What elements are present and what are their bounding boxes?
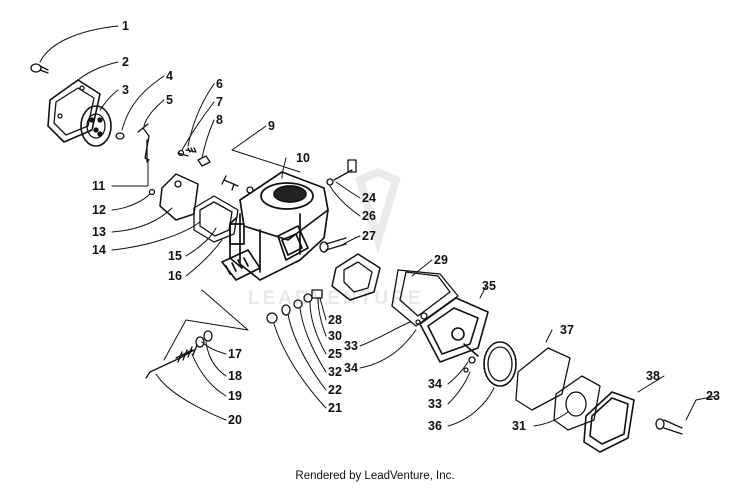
callout-29: 29	[434, 253, 448, 267]
callout-2: 2	[122, 55, 129, 69]
watermark-logo: LEADVENTURE	[248, 167, 424, 309]
callout-5: 5	[166, 93, 173, 107]
callout-11: 11	[92, 179, 105, 193]
part-idle-needle-17-20	[145, 330, 213, 379]
part-screw-23	[655, 418, 683, 435]
callout-33b: 33	[428, 397, 442, 411]
part-spring-6	[185, 147, 197, 153]
part-diaphragm-3	[80, 105, 112, 147]
callout-6: 6	[216, 77, 223, 91]
callout-34a: 34	[344, 361, 358, 375]
footer-credit: Rendered by LeadVenture, Inc.	[295, 470, 455, 482]
part-screw-pair-9	[221, 175, 254, 194]
callout-28: 28	[328, 313, 342, 327]
callout-31: 31	[512, 419, 526, 433]
part-carburetor-body-10	[221, 171, 329, 281]
callout-24: 24	[362, 191, 376, 205]
part-screen-28	[331, 253, 381, 301]
callout-1: 1	[122, 19, 129, 33]
callout-15: 15	[168, 249, 182, 263]
part-cover-38	[583, 391, 635, 453]
part-clip-8	[197, 155, 211, 167]
part-ring-36	[483, 341, 517, 387]
part-small-screw-4	[115, 132, 125, 140]
callout-27: 27	[362, 229, 376, 243]
callout-3: 3	[122, 83, 129, 97]
part-diaphragm-31	[553, 375, 601, 431]
callout-23: 23	[706, 389, 720, 403]
callout-36: 36	[428, 419, 442, 433]
callout-25: 25	[328, 347, 342, 361]
callout-20: 20	[228, 413, 242, 427]
part-screw-1	[30, 63, 49, 74]
callout-9: 9	[268, 119, 275, 133]
callout-10: 10	[296, 151, 310, 165]
part-gasket-14	[193, 195, 239, 243]
callout-16: 16	[168, 269, 182, 283]
part-pump-body-35	[419, 297, 489, 363]
callout-12: 12	[92, 203, 106, 217]
callout-37: 37	[560, 323, 574, 337]
part-washers-stack	[266, 289, 323, 324]
callout-labels: 1 2 3 4 5 6 7 8 9 10 11 12 13 14 15 16 1…	[92, 19, 720, 433]
callout-33a: 33	[344, 339, 358, 353]
callout-30: 30	[328, 329, 342, 343]
leader-lines	[39, 25, 717, 427]
watermark-text: LEADVENTURE	[248, 288, 424, 309]
part-screw-24	[326, 159, 357, 186]
callout-14: 14	[92, 243, 106, 257]
part-small-33-34	[415, 312, 476, 373]
part-screw-12	[148, 188, 156, 196]
part-pin-7	[177, 149, 189, 157]
callout-13: 13	[92, 225, 106, 239]
callout-17: 17	[228, 347, 242, 361]
callout-34b: 34	[428, 377, 442, 391]
callout-22: 22	[328, 383, 342, 397]
callout-4: 4	[166, 69, 173, 83]
callout-32: 32	[328, 365, 342, 379]
callout-18: 18	[228, 369, 242, 383]
callout-35: 35	[482, 279, 496, 293]
callout-19: 19	[228, 389, 242, 403]
part-gasket-37	[515, 347, 571, 411]
callout-7: 7	[216, 95, 223, 109]
part-cover-plate-2	[47, 79, 101, 143]
callout-26: 26	[362, 209, 376, 223]
callout-8: 8	[216, 113, 223, 127]
part-screw-27	[319, 237, 347, 253]
callout-38: 38	[646, 369, 660, 383]
callout-21: 21	[328, 401, 342, 415]
